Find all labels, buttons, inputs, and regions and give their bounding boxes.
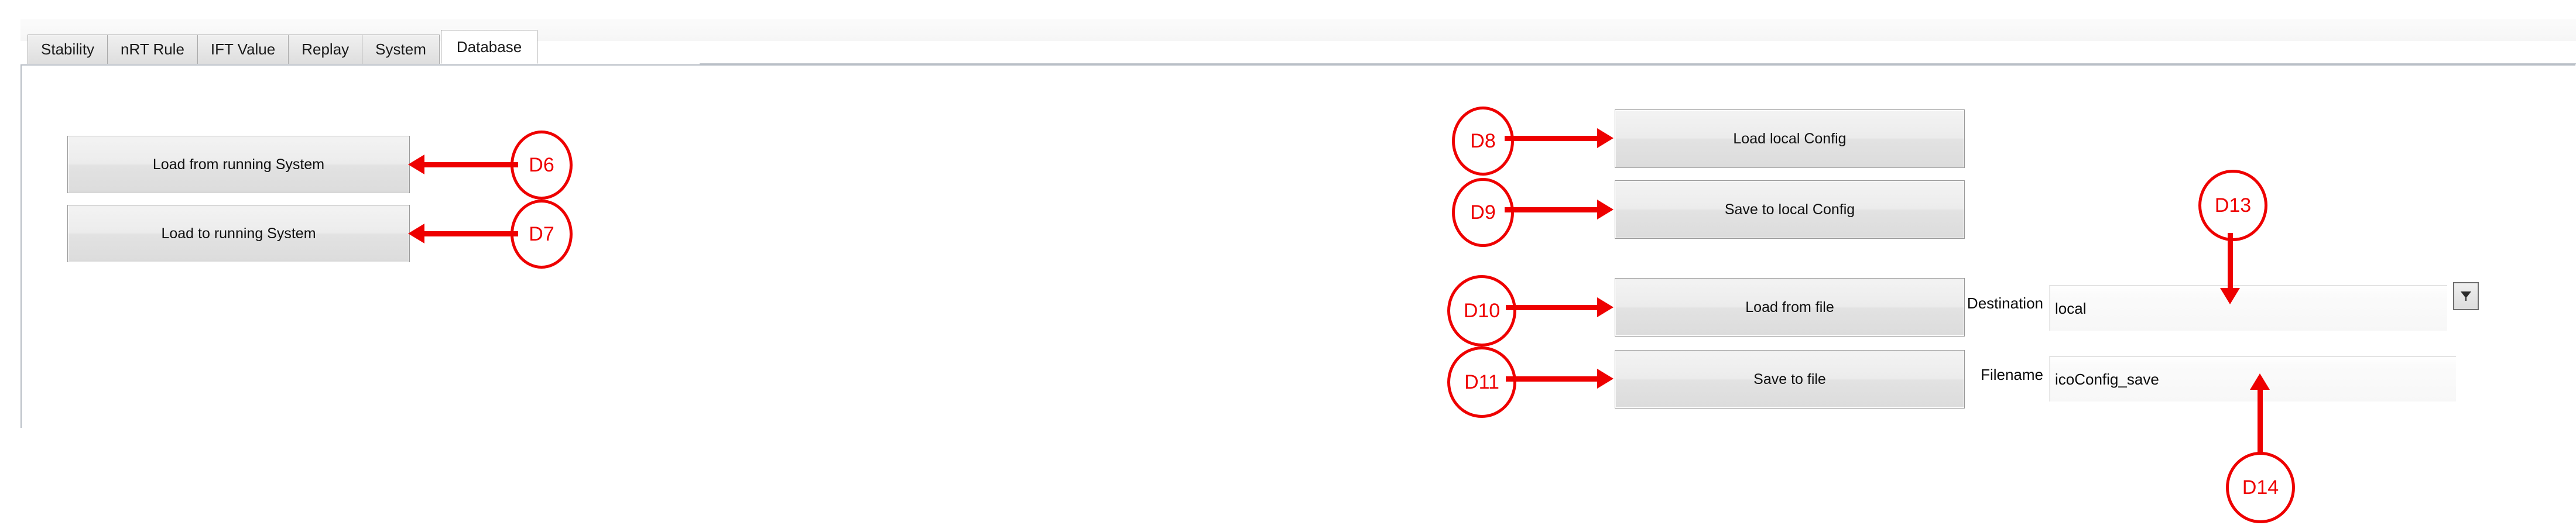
annotation-arrowhead-d11 xyxy=(1597,369,1614,389)
annotation-arrow-d7 xyxy=(424,231,518,236)
annotation-arrowhead-d13 xyxy=(2220,288,2240,304)
tab-label: nRT Rule xyxy=(121,40,184,58)
filename-label: Filename xyxy=(1981,366,2043,383)
annotation-arrow-d14 xyxy=(2258,387,2263,455)
tab-database[interactable]: Database xyxy=(440,30,538,64)
annotation-marker-d9: D9 xyxy=(1452,178,1514,247)
destination-label: Destination xyxy=(1967,294,2043,312)
annotation-marker-d11: D11 xyxy=(1447,346,1516,418)
destination-dropdown-button[interactable] xyxy=(2453,282,2479,310)
annotation-marker-d10: D10 xyxy=(1447,275,1516,346)
tab-nrt-rule[interactable]: nRT Rule xyxy=(107,35,198,64)
load-to-running-system-button[interactable]: Load to running System xyxy=(67,205,410,262)
annotation-arrow-d13 xyxy=(2228,233,2233,291)
tab-ift-value[interactable]: IFT Value xyxy=(197,35,289,64)
annotation-marker-d14: D14 xyxy=(2226,452,2295,523)
annotation-arrowhead-d6 xyxy=(408,155,424,174)
annotation-arrow-d9 xyxy=(1505,207,1598,212)
annotation-marker-d13: D13 xyxy=(2198,170,2267,241)
tab-replay[interactable]: Replay xyxy=(288,35,363,64)
tab-label: IFT Value xyxy=(210,40,276,58)
annotation-arrowhead-d7 xyxy=(408,224,424,243)
annotation-arrowhead-d14 xyxy=(2250,373,2270,390)
save-to-file-button[interactable]: Save to file xyxy=(1615,350,1965,409)
annotation-marker-d7: D7 xyxy=(511,200,573,269)
load-from-file-button[interactable]: Load from file xyxy=(1615,278,1965,337)
annotation-arrowhead-d8 xyxy=(1597,128,1614,148)
load-from-running-system-button[interactable]: Load from running System xyxy=(67,136,410,193)
annotation-arrow-d6 xyxy=(424,162,518,167)
tab-label: Stability xyxy=(41,40,95,58)
panel-top-divider xyxy=(700,63,2576,64)
tab-bar: Stability nRT Rule IFT Value Replay Syst… xyxy=(28,30,538,64)
destination-input[interactable]: local xyxy=(2049,285,2447,331)
tab-label: Replay xyxy=(302,40,350,58)
save-to-local-config-button[interactable]: Save to local Config xyxy=(1615,180,1965,239)
annotation-arrowhead-d9 xyxy=(1597,200,1614,219)
annotation-marker-d8: D8 xyxy=(1452,107,1514,176)
tab-label: System xyxy=(375,40,426,58)
load-local-config-button[interactable]: Load local Config xyxy=(1615,109,1965,168)
dropdown-arrow-icon xyxy=(2461,291,2471,301)
annotation-arrow-d8 xyxy=(1505,136,1598,141)
annotation-arrowhead-d10 xyxy=(1597,297,1614,317)
annotation-marker-d6: D6 xyxy=(511,131,573,200)
tab-label: Database xyxy=(456,37,522,56)
annotation-arrow-d10 xyxy=(1506,305,1598,310)
annotation-arrow-d11 xyxy=(1506,376,1598,382)
tab-system[interactable]: System xyxy=(362,35,440,64)
tab-stability[interactable]: Stability xyxy=(28,35,108,64)
